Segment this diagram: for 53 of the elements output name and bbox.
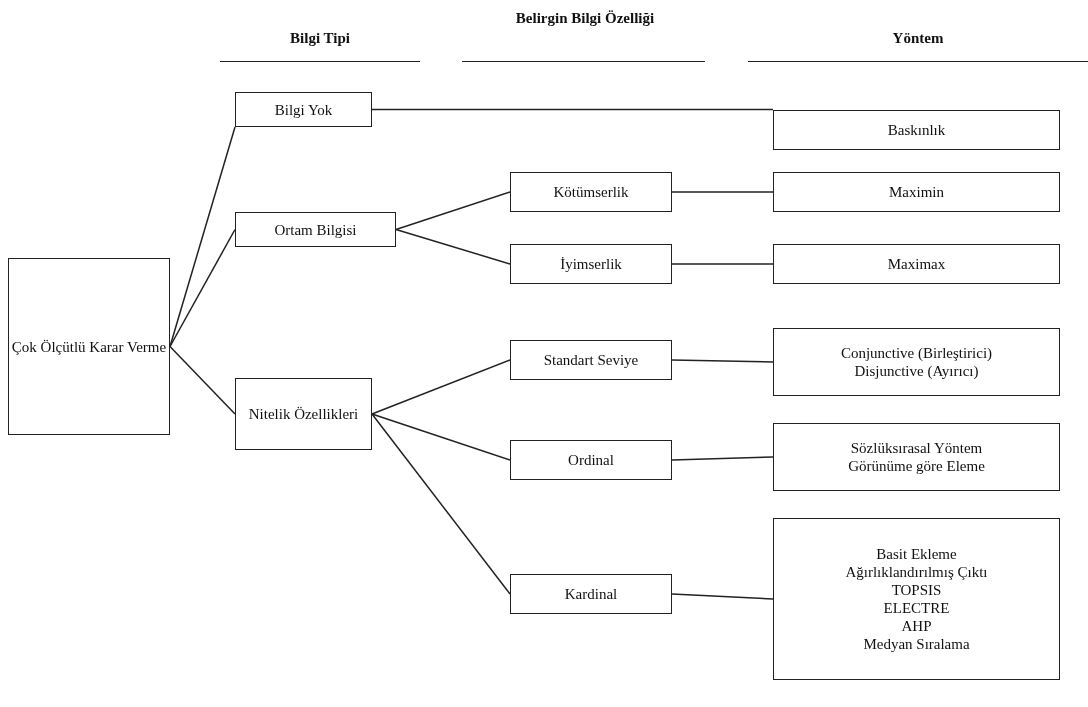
connector-line bbox=[169, 345, 236, 415]
process-box bbox=[773, 110, 1060, 150]
box-text: Standart Seviye bbox=[543, 351, 639, 369]
process-box bbox=[773, 244, 1060, 284]
process-box bbox=[8, 258, 170, 435]
process-box bbox=[510, 172, 672, 212]
box-text: TOPSIS bbox=[891, 581, 942, 599]
process-box bbox=[235, 92, 372, 127]
connector-line bbox=[371, 413, 511, 461]
connector-line bbox=[371, 108, 774, 111]
column-header: Bilgi Tipi bbox=[289, 30, 351, 48]
box-text: Sözlüksırasal Yöntem bbox=[850, 439, 983, 457]
box-text: Disjunctive (Ayırıcı) bbox=[854, 362, 979, 380]
process-box bbox=[235, 378, 372, 450]
process-box bbox=[235, 212, 396, 247]
box-text: Maximin bbox=[889, 183, 944, 201]
connector-line bbox=[671, 263, 774, 265]
connector-line bbox=[671, 456, 774, 461]
box-text: Maximax bbox=[887, 255, 946, 273]
box-text: ELECTRE bbox=[883, 599, 950, 617]
box-text: Bilgi Yok bbox=[274, 100, 333, 119]
connector-line bbox=[395, 228, 511, 265]
box-text: Medyan Sıralama bbox=[863, 635, 970, 653]
box-text: Ordinal bbox=[568, 451, 614, 469]
box-text: Görünüme göre Eleme bbox=[848, 457, 985, 475]
connector-line bbox=[671, 359, 774, 363]
process-box bbox=[510, 244, 672, 284]
column-header: Yöntem bbox=[891, 30, 945, 48]
box-text: Basit Ekleme bbox=[876, 545, 957, 563]
box-text: Conjunctive (Birleştirici) bbox=[840, 344, 993, 362]
box-text: Kardinal bbox=[564, 585, 618, 603]
connector-line bbox=[371, 359, 511, 415]
connector-line bbox=[671, 191, 774, 193]
column-header: Belirgin Bilgi Özelliği bbox=[514, 10, 656, 28]
box-text: AHP bbox=[901, 617, 932, 635]
connector-line bbox=[395, 191, 511, 231]
box-text: Ortam Bilgisi bbox=[274, 220, 357, 239]
process-box bbox=[510, 574, 672, 614]
box-text: İyimserlik bbox=[560, 255, 622, 273]
connector-line bbox=[671, 593, 774, 600]
box-text: Çok Ölçütlü Karar Verme bbox=[11, 337, 167, 356]
process-box bbox=[773, 172, 1060, 212]
box-text: Baskınlık bbox=[887, 121, 946, 139]
box-text: Nitelik Özellikleri bbox=[248, 405, 359, 423]
connector-line bbox=[169, 228, 236, 348]
process-box bbox=[773, 518, 1060, 680]
process-box bbox=[510, 440, 672, 480]
connector-line bbox=[371, 413, 511, 595]
process-box bbox=[510, 340, 672, 380]
box-text: Ağırlıklandırılmış Çıktı bbox=[845, 563, 988, 581]
process-box bbox=[773, 328, 1060, 396]
process-box bbox=[773, 423, 1060, 491]
box-text: Kötümserlik bbox=[553, 183, 629, 201]
